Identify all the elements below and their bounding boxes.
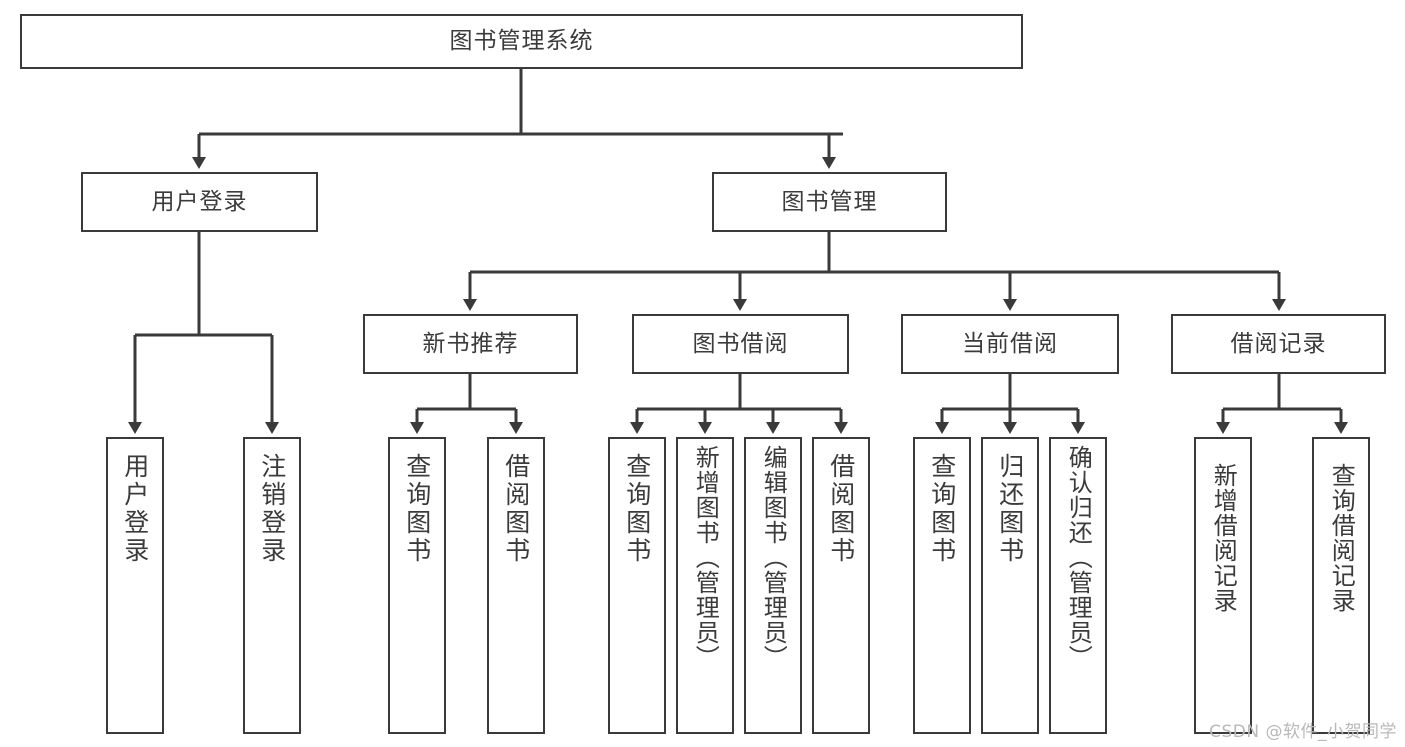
node-current-borrow[interactable]: 当前借阅 [901,314,1119,374]
node-leaf-query-book-2-label: 查询图书 [622,453,652,565]
node-book-manage[interactable]: 图书管理 [712,172,947,232]
node-leaf-confirm-return-label: 确认归还（管理员） [1064,445,1093,670]
node-book-borrow[interactable]: 图书借阅 [632,314,849,374]
node-leaf-add-borrow-rec-label: 新增借阅记录 [1209,463,1238,613]
node-leaf-edit-book-admin-label: 编辑图书（管理员） [759,445,788,670]
node-leaf-query-borrow-rec-label: 查询借阅记录 [1327,463,1356,613]
node-leaf-add-book-admin-label: 新增图书（管理员） [691,445,720,670]
node-leaf-query-book-3-label: 查询图书 [927,453,957,565]
node-leaf-query-book-1-label: 查询图书 [402,453,432,565]
node-leaf-logout[interactable]: 注销登录 [243,437,301,734]
node-leaf-return-book-label: 归还图书 [995,453,1025,565]
node-new-book-recommend[interactable]: 新书推荐 [363,314,578,374]
node-leaf-query-book-2[interactable]: 查询图书 [608,437,666,734]
node-leaf-borrow-book-2[interactable]: 借阅图书 [812,437,870,734]
node-leaf-borrow-book-2-label: 借阅图书 [826,453,856,565]
node-leaf-user-login-label: 用户登录 [120,453,150,565]
node-book-borrow-label: 图书借阅 [692,330,789,357]
node-leaf-return-book[interactable]: 归还图书 [981,437,1039,734]
node-leaf-borrow-book-1-label: 借阅图书 [501,453,531,565]
node-leaf-add-borrow-rec[interactable]: 新增借阅记录 [1194,437,1252,734]
node-leaf-logout-label: 注销登录 [257,453,287,565]
node-root-label: 图书管理系统 [449,28,594,55]
node-user-login[interactable]: 用户登录 [81,172,318,232]
node-leaf-add-book-admin[interactable]: 新增图书（管理员） [676,437,734,734]
node-borrow-record[interactable]: 借阅记录 [1171,314,1386,374]
node-new-book-recommend-label: 新书推荐 [422,330,519,357]
node-borrow-record-label: 借阅记录 [1230,330,1327,357]
node-leaf-user-login[interactable]: 用户登录 [106,437,164,734]
node-user-login-label: 用户登录 [151,188,248,215]
node-root[interactable]: 图书管理系统 [20,14,1023,69]
node-leaf-edit-book-admin[interactable]: 编辑图书（管理员） [744,437,802,734]
node-leaf-confirm-return[interactable]: 确认归还（管理员） [1049,437,1107,734]
node-current-borrow-label: 当前借阅 [962,330,1058,357]
node-leaf-borrow-book-1[interactable]: 借阅图书 [487,437,545,734]
node-book-manage-label: 图书管理 [781,188,878,215]
node-leaf-query-book-1[interactable]: 查询图书 [388,437,446,734]
watermark: CSDN @软件_小贺同学 [1209,722,1397,742]
node-leaf-query-borrow-rec[interactable]: 查询借阅记录 [1312,437,1370,734]
node-leaf-query-book-3[interactable]: 查询图书 [913,437,971,734]
